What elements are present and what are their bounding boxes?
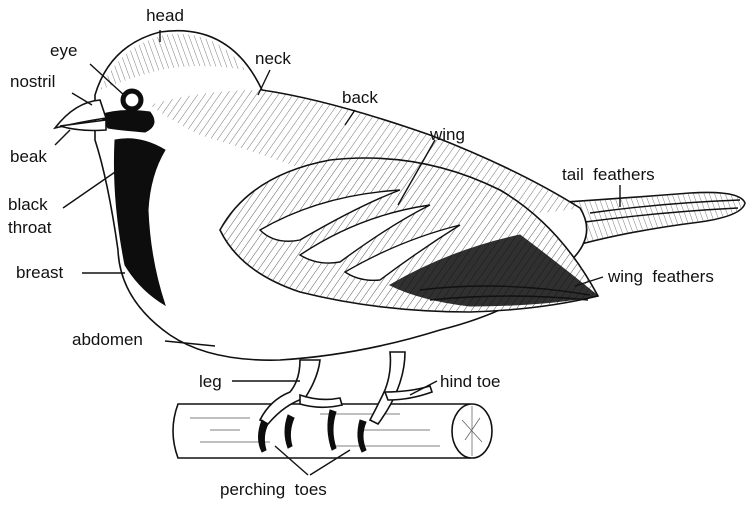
label-throat: throat bbox=[8, 218, 52, 237]
label-beak: beak bbox=[10, 147, 47, 166]
label-leg: leg bbox=[199, 372, 222, 391]
label-eye: eye bbox=[50, 41, 77, 60]
label-head: head bbox=[146, 6, 184, 25]
label-breast: breast bbox=[16, 263, 64, 282]
nostril-leader bbox=[72, 93, 92, 105]
label-nostril: nostril bbox=[10, 72, 55, 91]
label-perching-toes: perching toes bbox=[220, 480, 327, 499]
label-neck: neck bbox=[255, 49, 291, 68]
beak-drawing bbox=[55, 100, 106, 131]
label-wing-feathers: wing feathers bbox=[607, 267, 714, 286]
label-tail-feathers: tail feathers bbox=[562, 165, 655, 184]
eye-drawing bbox=[121, 89, 143, 111]
label-abdomen: abdomen bbox=[72, 330, 143, 349]
beak-leader bbox=[55, 130, 70, 145]
label-black: black bbox=[8, 195, 48, 214]
label-back: back bbox=[342, 88, 378, 107]
label-wing: wing bbox=[429, 125, 465, 144]
label-hind-toe: hind toe bbox=[440, 372, 501, 391]
